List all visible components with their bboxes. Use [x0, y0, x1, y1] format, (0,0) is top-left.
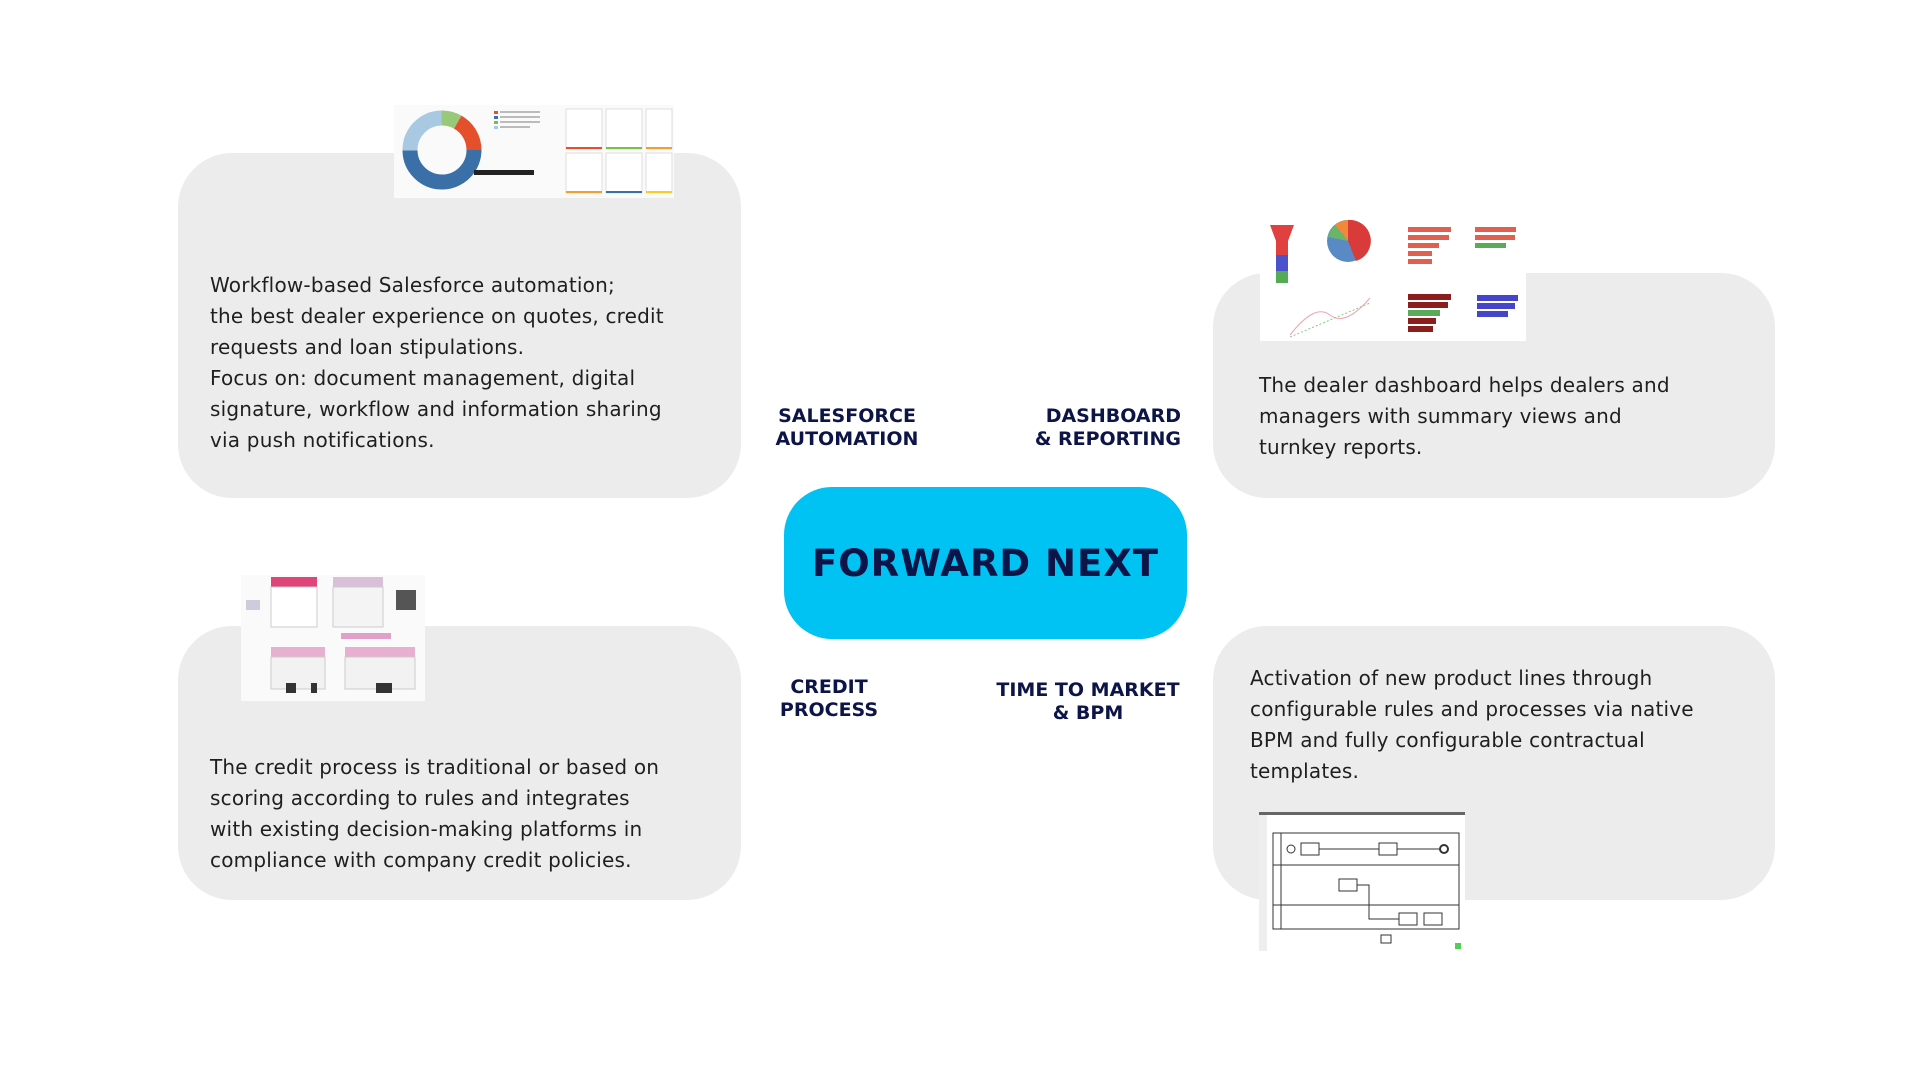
text-line: compliance with company credit policies. — [210, 848, 632, 872]
text-line: with existing decision-making platforms … — [210, 817, 643, 841]
salesforce-screenshot — [394, 105, 674, 198]
label-line: & BPM — [1052, 702, 1124, 724]
label-line: & REPORTING — [1034, 428, 1181, 450]
text-line: The dealer dashboard helps dealers and — [1259, 373, 1670, 397]
ttm-description: Activation of new product lines through … — [1250, 663, 1694, 787]
label-line: TIME TO MARKET — [996, 679, 1180, 701]
credit-process-screenshot — [241, 575, 425, 701]
text-line: scoring according to rules and integrate… — [210, 786, 630, 810]
label-line: PROCESS — [779, 699, 879, 721]
credit-label: CREDIT PROCESS — [729, 676, 929, 722]
text-line: configurable rules and processes via nat… — [1250, 697, 1694, 721]
salesforce-label: SALESFORCE AUTOMATION — [747, 405, 947, 451]
text-line: via push notifications. — [210, 428, 435, 452]
salesforce-description: Workflow-based Salesforce automation; th… — [210, 270, 664, 456]
label-line: CREDIT — [790, 676, 868, 698]
text-line: Workflow-based Salesforce automation; — [210, 273, 615, 297]
label-line: DASHBOARD — [1045, 405, 1181, 427]
dashboard-description: The dealer dashboard helps dealers and m… — [1259, 370, 1670, 463]
text-line: the best dealer experience on quotes, cr… — [210, 304, 664, 328]
bpm-screenshot — [1259, 812, 1465, 951]
forward-next-center: FORWARD NEXT — [784, 487, 1187, 639]
text-line: requests and loan stipulations. — [210, 335, 525, 359]
text-line: managers with summary views and — [1259, 404, 1622, 428]
credit-description: The credit process is traditional or bas… — [210, 752, 659, 876]
text-line: Activation of new product lines through — [1250, 666, 1653, 690]
label-line: AUTOMATION — [775, 428, 919, 450]
center-title: FORWARD NEXT — [811, 541, 1160, 585]
text-line: Focus on: document management, digital — [210, 366, 636, 390]
text-line: BPM and fully configurable contractual — [1250, 728, 1645, 752]
text-line: signature, workflow and information shar… — [210, 397, 662, 421]
text-line: The credit process is traditional or bas… — [210, 755, 660, 779]
ttm-label: TIME TO MARKET & BPM — [978, 679, 1198, 725]
label-line: SALESFORCE — [778, 405, 916, 427]
salesforce-card — [178, 153, 741, 498]
dashboard-label: DASHBOARD & REPORTING — [981, 405, 1181, 451]
dashboard-screenshot — [1260, 203, 1526, 341]
text-line: templates. — [1250, 759, 1360, 783]
text-line: turnkey reports. — [1259, 435, 1423, 459]
